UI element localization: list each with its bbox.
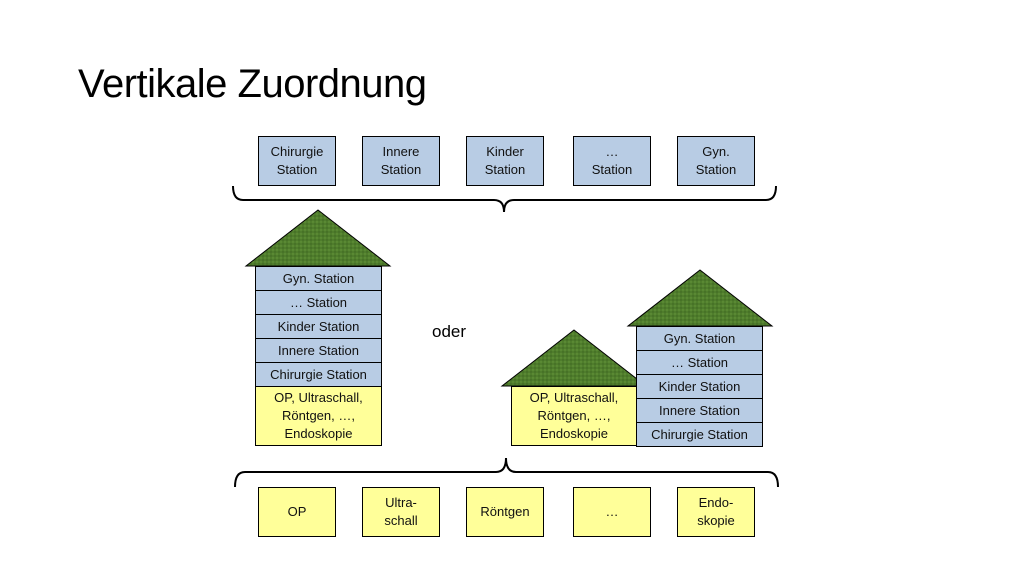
top-station-kinder: Kinder Station <box>466 136 544 186</box>
right-low-building-roof <box>500 329 648 387</box>
page-title: Vertikale Zuordnung <box>78 62 427 106</box>
right-floor-chirurgie: Chirurgie Station <box>636 422 763 447</box>
right-floor-other: … Station <box>636 350 763 375</box>
service-ultraschall: Ultra- schall <box>362 487 440 537</box>
connector-label: oder <box>432 322 467 341</box>
right-floor-gyn: Gyn. Station <box>636 326 763 351</box>
right-floor-innere: Innere Station <box>636 398 763 423</box>
service-other: … <box>573 487 651 537</box>
left-floor-other: … Station <box>255 290 382 315</box>
top-station-gyn: Gyn. Station <box>677 136 755 186</box>
left-building-base: OP, Ultraschall, Röntgen, …, Endoskopie <box>255 386 382 446</box>
top-station-other: … Station <box>573 136 651 186</box>
left-floor-chirurgie: Chirurgie Station <box>255 362 382 387</box>
left-floor-gyn: Gyn. Station <box>255 266 382 291</box>
left-floor-kinder: Kinder Station <box>255 314 382 339</box>
top-station-chirurgie: Chirurgie Station <box>258 136 336 186</box>
right-floor-kinder: Kinder Station <box>636 374 763 399</box>
top-station-innere: Innere Station <box>362 136 440 186</box>
service-roentgen: Röntgen <box>466 487 544 537</box>
right-tall-building-roof <box>626 269 774 327</box>
left-floor-innere: Innere Station <box>255 338 382 363</box>
left-building-roof <box>244 209 392 267</box>
right-low-building-base: OP, Ultraschall, Röntgen, …, Endoskopie <box>511 386 637 446</box>
service-op: OP <box>258 487 336 537</box>
service-endoskopie: Endo- skopie <box>677 487 755 537</box>
